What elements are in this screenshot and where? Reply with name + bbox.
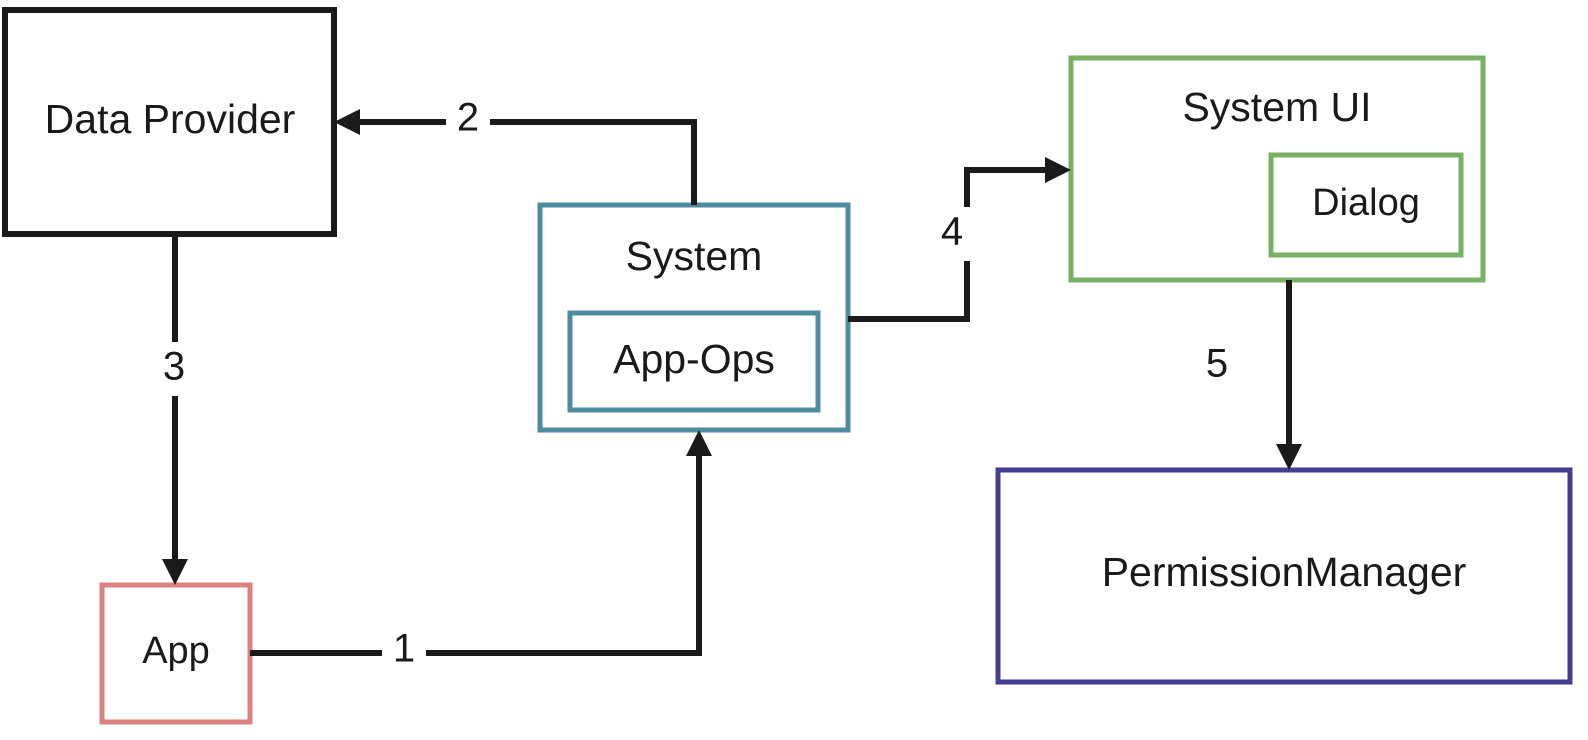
edge-arrowhead-1 — [686, 430, 712, 456]
edge-label-backdrop-4 — [930, 207, 974, 261]
node-label-system-ui: System UI — [1182, 84, 1371, 130]
node-label-dialog: Dialog — [1312, 182, 1420, 224]
edge-label-1: 1 — [393, 627, 415, 671]
edge-1 — [250, 430, 712, 656]
edge-labels-layer: 1 2 3 4 5 — [152, 93, 1239, 678]
node-label-data-provider: Data Provider — [45, 96, 296, 142]
node-label-app-ops: App-Ops — [613, 336, 775, 382]
edge-5 — [1276, 280, 1302, 470]
node-box-permission-manager[interactable] — [995, 467, 1573, 685]
edge-arrowhead-5 — [1276, 444, 1302, 470]
edge-label-backdrop-5 — [1195, 339, 1239, 393]
edge-line-1 — [250, 443, 702, 656]
edge-label-backdrop-2 — [446, 93, 490, 147]
node-dialog[interactable]: Dialog — [1268, 152, 1464, 258]
edge-label-group-3: 3 — [152, 342, 196, 396]
edge-label-4: 4 — [941, 210, 963, 254]
edge-2 — [334, 109, 697, 205]
node-app-ops[interactable]: App-Ops — [567, 310, 821, 413]
edge-label-2: 2 — [457, 96, 479, 140]
node-box-app[interactable] — [99, 582, 253, 725]
edge-label-backdrop-3 — [152, 342, 196, 396]
edge-label-group-1: 1 — [382, 624, 426, 678]
node-app[interactable]: App — [99, 582, 253, 725]
edge-arrowhead-2 — [334, 109, 360, 135]
edge-label-3: 3 — [163, 345, 185, 389]
edge-label-group-5: 5 — [1195, 339, 1239, 393]
edge-label-group-2: 2 — [446, 93, 490, 147]
node-box-data-provider[interactable] — [2, 7, 337, 237]
edge-label-group-4: 4 — [930, 207, 974, 261]
edge-label-backdrop-1 — [382, 624, 426, 678]
edge-line-2 — [347, 119, 697, 205]
node-permission-manager[interactable]: PermissionManager — [995, 467, 1573, 685]
node-box-app-ops[interactable] — [567, 310, 821, 413]
edge-arrowhead-4 — [1045, 157, 1071, 183]
node-data-provider[interactable]: Data Provider — [2, 7, 337, 237]
node-label-system: System — [626, 233, 763, 279]
edge-3 — [162, 234, 188, 585]
edge-label-5: 5 — [1206, 342, 1228, 386]
node-label-app: App — [142, 630, 210, 672]
edge-arrowhead-3 — [162, 559, 188, 585]
node-box-dialog[interactable] — [1268, 152, 1464, 258]
node-label-permission-manager: PermissionManager — [1102, 549, 1467, 595]
